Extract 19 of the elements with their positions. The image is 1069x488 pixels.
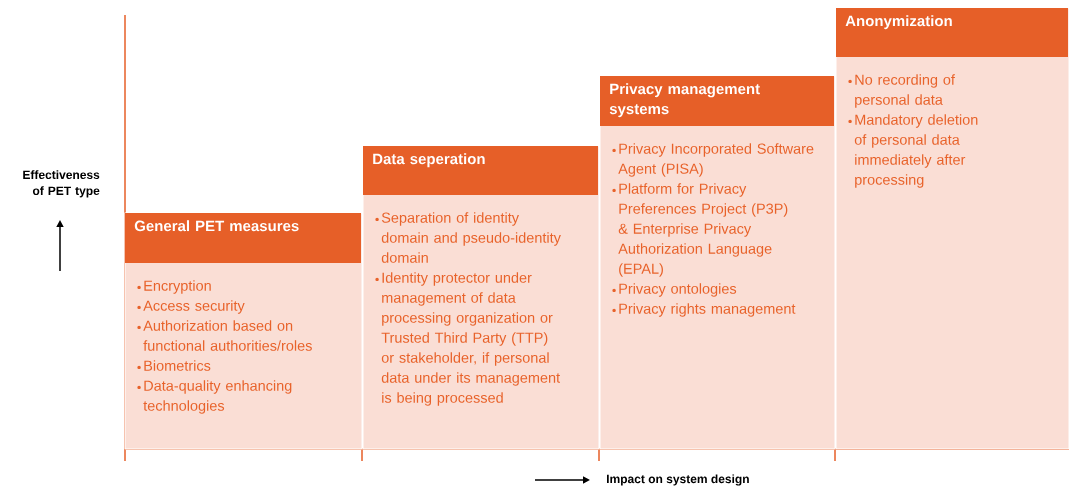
bullet-item: No recording of personal data: [848, 74, 955, 108]
bullet-item: Privacy ontologies: [612, 283, 737, 297]
bullet-item: Privacy Incorporated Software Agent (PISA): [612, 143, 814, 177]
bullet-item: Encryption: [137, 280, 211, 294]
bullet-item: Privacy rights management: [612, 303, 796, 317]
bullet-item: Biometrics: [137, 360, 211, 371]
bullet-item: Mandatory deletion of personal data immediately after processing: [848, 114, 978, 188]
header-band: Data seperation: [363, 146, 598, 195]
header-band: Privacy management systems: [600, 76, 834, 126]
bullet-item: Platform for Privacy Preferences Project (P3P) & Enterprise Privacy Authorization Language (EPAL): [612, 183, 788, 277]
bullet-item: Separation of identity domain and pseudo-identity domain: [375, 212, 561, 263]
bullet-item: Data-quality enhancing technologies: [137, 380, 292, 414]
header-band: Anonymization: [836, 8, 1068, 57]
axis-label: Impact on system design: [607, 474, 749, 486]
header-band: General PET measures: [125, 213, 361, 263]
bullet-item: Authorization based on functional authorities/roles: [137, 320, 312, 351]
axis-label: Effectiveness of PET type: [23, 170, 100, 198]
bullet-item: Identity protector under management of data processing organization or Trusted Third Party (TTP) or stakeholder, if personal data under its management is being processed: [375, 272, 560, 406]
bullet-item: Access security: [137, 300, 245, 314]
